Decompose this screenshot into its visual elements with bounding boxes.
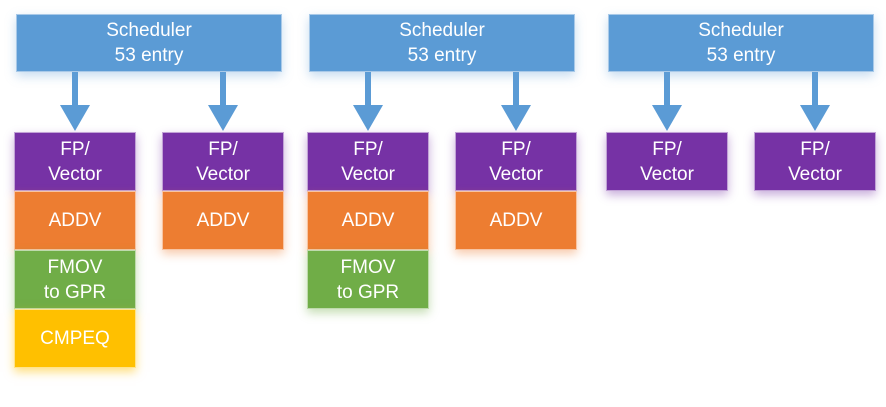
execution-port-column: FP/ Vector ADDV FMOV to GPR CMPEQ (14, 132, 136, 368)
unit-fmov-to-gpr: FMOV to GPR (307, 250, 429, 309)
arrow-stem (664, 72, 670, 105)
down-arrow-connector (500, 72, 532, 132)
arrow-head (800, 105, 830, 131)
unit-addv: ADDV (14, 191, 136, 250)
scheduler-box: Scheduler 53 entry (608, 14, 874, 72)
arrow-stem (812, 72, 818, 105)
unit-fp-vector: FP/ Vector (162, 132, 284, 191)
arrow-stem (220, 72, 226, 105)
unit-fp-vector: FP/ Vector (754, 132, 876, 191)
unit-fp-vector: FP/ Vector (455, 132, 577, 191)
execution-port-column: FP/ Vector (606, 132, 728, 191)
down-arrow-connector (207, 72, 239, 132)
arrow-stem (513, 72, 519, 105)
execution-port-column: FP/ Vector ADDV FMOV to GPR (307, 132, 429, 309)
arrow-head (353, 105, 383, 131)
unit-fp-vector: FP/ Vector (14, 132, 136, 191)
arrow-head (652, 105, 682, 131)
execution-port-column: FP/ Vector ADDV (162, 132, 284, 250)
unit-fp-vector: FP/ Vector (606, 132, 728, 191)
down-arrow-connector (799, 72, 831, 132)
scheduler-box: Scheduler 53 entry (309, 14, 575, 72)
down-arrow-connector (352, 72, 384, 132)
arrow-stem (365, 72, 371, 105)
execution-port-column: FP/ Vector (754, 132, 876, 191)
scheduler-group-2: Scheduler 53 entry FP/ Vector ADDV FMOV … (307, 0, 577, 407)
unit-fp-vector: FP/ Vector (307, 132, 429, 191)
scheduler-box: Scheduler 53 entry (16, 14, 282, 72)
down-arrow-connector (59, 72, 91, 132)
arrow-head (60, 105, 90, 131)
arrow-head (501, 105, 531, 131)
unit-cmpeq: CMPEQ (14, 309, 136, 368)
unit-addv: ADDV (455, 191, 577, 250)
unit-addv: ADDV (307, 191, 429, 250)
scheduler-group-1: Scheduler 53 entry FP/ Vector ADDV FMOV … (14, 0, 284, 407)
arrow-head (208, 105, 238, 131)
unit-fmov-to-gpr: FMOV to GPR (14, 250, 136, 309)
arrow-stem (72, 72, 78, 105)
scheduler-group-3: Scheduler 53 entry FP/ Vector FP/ Vector (606, 0, 876, 407)
down-arrow-connector (651, 72, 683, 132)
unit-addv: ADDV (162, 191, 284, 250)
execution-port-column: FP/ Vector ADDV (455, 132, 577, 250)
